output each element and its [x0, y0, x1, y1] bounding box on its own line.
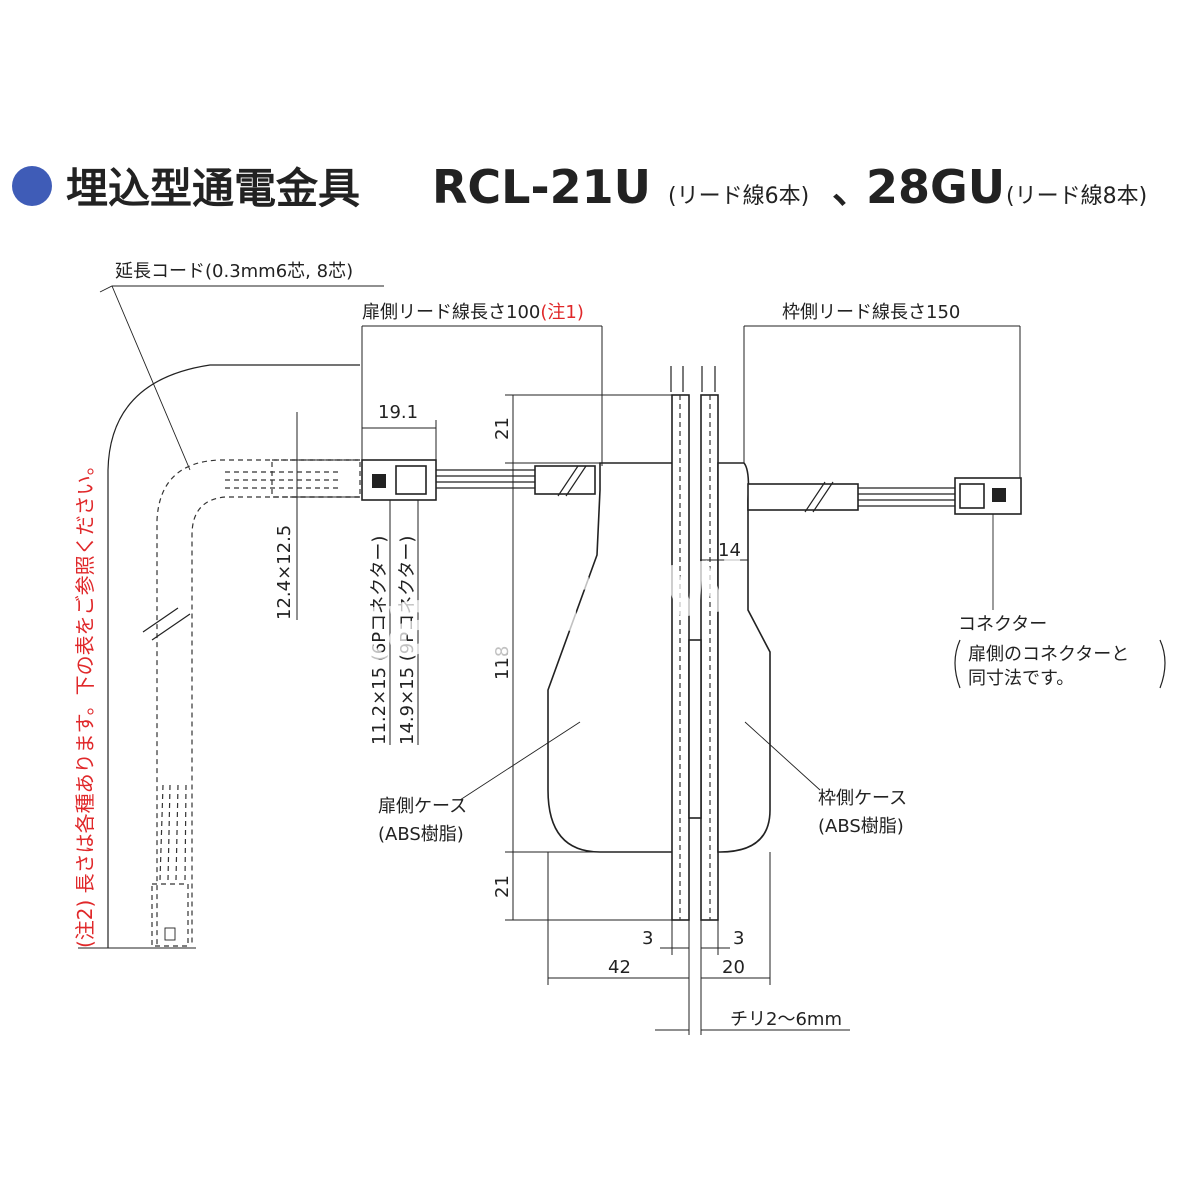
dim-14: 14	[700, 540, 748, 561]
door-case-label-2: (ABS樹脂)	[378, 824, 464, 845]
frame-lead-sleeve	[747, 483, 859, 511]
door-case-label-1: 扉側ケース	[378, 796, 467, 817]
dim-bottom: 3 3 42 20 チリ2〜6mm	[547, 852, 850, 1035]
frame-connector-pin	[992, 488, 1006, 502]
dim-20: 20	[722, 957, 745, 978]
dim-19-1: 19.1	[361, 402, 437, 460]
cord-bottom-connector-inner	[164, 927, 176, 941]
dim-12-4: 12.4×12.5	[274, 412, 360, 620]
frame-case-label-1: 枠側ケース	[818, 788, 907, 809]
extension-cord-leader	[99, 285, 384, 471]
frame-lead-label: 枠側リード線長さ150	[782, 302, 960, 323]
door-lead-dim-line	[361, 325, 603, 466]
cord-outer-dashed	[156, 459, 360, 945]
dim-connector-sizes: 11.2×15 (6Pコネクター) 14.9×15 (9Pコネクター)	[369, 500, 419, 745]
door-connector-latch	[395, 465, 427, 495]
frame-case-annotation: 枠側ケース (ABS樹脂)	[744, 721, 907, 837]
door-connector-pin	[372, 474, 386, 488]
dim-3-left: 3	[642, 928, 653, 949]
frame-lead-break	[804, 481, 834, 513]
cord-wires-bottom	[159, 784, 187, 881]
dim-frame-lead: 枠側リード線長さ150	[743, 302, 1021, 478]
connector-note-2: 同寸法です。	[968, 668, 1074, 689]
model-rcl21u: RCL-21U	[432, 160, 651, 214]
dim-118: 118	[492, 646, 513, 680]
dim-19-1-label: 19.1	[378, 402, 418, 423]
model-28gu: 28GU	[866, 160, 1005, 214]
dim-21-bottom: 21	[492, 875, 513, 898]
plate-centerlines	[679, 395, 711, 920]
clearance-label: チリ2〜6mm	[730, 1009, 842, 1030]
cord-inner-dashed	[191, 496, 360, 945]
extension-cord-label: 延長コード(0.3mm6芯, 8芯)	[115, 261, 353, 282]
cord-break-mark	[142, 607, 191, 641]
frame-connector	[747, 477, 1022, 515]
dim-19-1-line	[361, 420, 437, 460]
connector-note-bracket-right	[1159, 639, 1166, 689]
door-lead-note: (注1)	[540, 302, 584, 323]
model-2-note: (リード線8本)	[1006, 184, 1147, 209]
door-lead-sleeve	[534, 465, 596, 495]
dim-vertical: 21 118 21	[492, 394, 672, 921]
connector-6p-label: 11.2×15 (6Pコネクター)	[369, 536, 390, 745]
frame-case-leader	[744, 721, 821, 791]
door-connector	[361, 459, 596, 501]
header-bullet	[12, 166, 52, 206]
title-separator: 、	[832, 168, 870, 212]
dim-12-4-label: 12.4×12.5	[274, 525, 295, 620]
frame-case-label-2: (ABS樹脂)	[818, 816, 904, 837]
note2-vertical: (注2) 長さは各種あります。下の表をご参照ください。	[73, 455, 97, 948]
connector-9p-label: 14.9×15 (9Pコネクター)	[397, 536, 418, 745]
cord-wires-top	[225, 471, 340, 489]
connector-annotation: コネクター 扉側のコネクターと 同寸法です。	[954, 514, 1166, 689]
connector-note-bracket-left	[954, 639, 961, 689]
door-case-annotation: 扉側ケース (ABS樹脂)	[378, 721, 581, 845]
dim-14-label: 14	[718, 540, 741, 561]
frame-lead-dim-line	[743, 325, 1021, 478]
dim-21-top: 21	[492, 417, 513, 440]
connector-note-1: 扉側のコネクターと	[968, 644, 1129, 665]
dim-vertical-line	[505, 394, 672, 921]
connector-label: コネクター	[958, 614, 1047, 635]
door-lead-label: 扉側リード線長さ100(注1)	[362, 302, 584, 323]
dim-connector-leader	[389, 500, 419, 745]
frame-connector-latch	[959, 483, 985, 509]
frame-connector-wires	[858, 487, 955, 507]
door-connector-wires	[436, 469, 535, 489]
dim-12-4-line	[290, 412, 360, 620]
plate-top-markers	[670, 366, 716, 392]
inner-slide-bar	[688, 639, 702, 819]
model-1-note: (リード線6本)	[668, 184, 809, 209]
dim-42: 42	[608, 957, 631, 978]
extension-cord: 延長コード(0.3mm6芯, 8芯)	[99, 261, 384, 947]
dim-door-lead: 扉側リード線長さ100(注1)	[361, 302, 603, 466]
cord-top-connector	[271, 459, 361, 498]
door-case-leader	[459, 721, 581, 801]
door-lead-text: 扉側リード線長さ100	[362, 302, 540, 323]
dim-3-right: 3	[733, 928, 744, 949]
cord-bottom-connector	[151, 883, 189, 947]
title-jp: 埋込型通電金具	[66, 164, 360, 213]
cord-length-arc	[107, 364, 360, 948]
door-lead-break	[557, 465, 587, 497]
door-case	[547, 462, 681, 853]
